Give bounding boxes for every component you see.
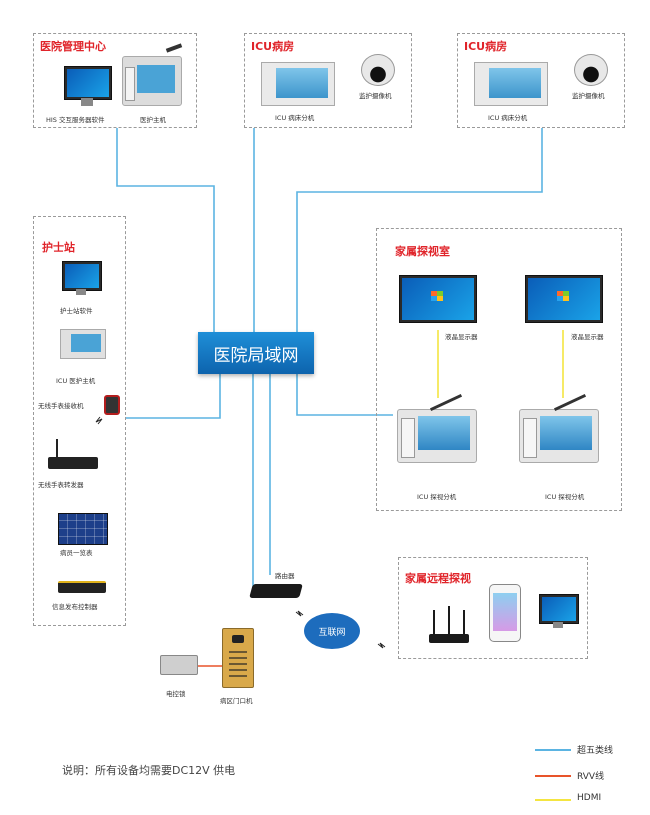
section-icu-ward-2: ICU病房 ICU 病床分机 监护摄像机 [457,33,625,128]
hospital-lan-node: 医院局域网 [198,332,314,374]
section-title: 医院管理中心 [40,40,106,53]
device-label: 监护摄像机 [572,92,605,100]
device-label: ICU 探视分机 [545,493,585,501]
nurse-master-icon [122,56,182,106]
device-label: 无线手表转发器 [38,481,84,489]
wireless-watch-icon [104,395,120,415]
section-title: 家属远程探视 [405,572,471,585]
section-nurse-station: 护士站 护士站软件 ICU 医护主机 无线手表接收机 无线手表转发器 病员一览表… [33,216,126,626]
antenna-icon [448,606,450,634]
his-monitor-icon [64,66,112,100]
smartphone-icon [489,584,521,642]
section-remote-visit: 家属远程探视 [398,557,588,659]
patient-board-icon [58,513,108,545]
router-label: 路由器 [275,572,295,580]
section-icu-ward-1: ICU病房 ICU 病床分机 监护摄像机 [244,33,412,128]
legend-hdmi-label: HDMI [577,793,602,803]
antenna-icon [433,610,435,634]
door-station-icon [222,628,254,688]
section-title: 家属探视室 [395,245,450,258]
pc-monitor-icon [539,594,579,624]
legend-rvv-swatch [535,775,571,777]
visit-unit-icon [519,409,599,463]
legend-hdmi-swatch [535,799,571,801]
wireless-repeater-icon [48,457,98,469]
device-label: 信息发布控制器 [52,603,98,611]
legend-cat5e-swatch [535,749,571,751]
section-title: 护士站 [42,241,75,254]
device-label: 监护摄像机 [359,92,392,100]
nurse-software-monitor-icon [62,261,102,291]
section-title: ICU病房 [251,40,295,53]
internet-node: 互联网 [304,613,360,649]
device-label: 病员一览表 [60,549,93,557]
device-label: ICU 探视分机 [417,493,457,501]
lcd-monitor-icon [399,275,477,323]
section-family-visit-room: 家属探视室 液晶显示器 液晶显示器 ICU 探视分机 ICU 探视分机 [376,228,622,511]
device-label: 医护主机 [140,116,166,124]
icu-bed-unit-icon [261,62,335,106]
camera-icon [574,54,608,86]
device-label: HIS 交互服务器软件 [46,116,105,124]
device-label: 无线手表接收机 [38,402,84,410]
section-mgmt: 医院管理中心 HIS 交互服务器软件 医护主机 [33,33,197,128]
antenna-icon [56,439,58,457]
antenna-icon [463,610,465,634]
icu-bed-unit-icon [474,62,548,106]
info-controller-icon [58,581,106,593]
legend-rvv-label: RVV线 [577,772,605,782]
section-title: ICU病房 [464,40,508,53]
device-label: ICU 病床分机 [275,114,315,122]
camera-icon [361,54,395,86]
monitor-stand-icon [76,289,86,295]
lcd-monitor-icon [525,275,603,323]
device-label: 液晶显示器 [445,333,478,341]
device-label: ICU 医护主机 [56,377,96,385]
router-icon [249,584,303,598]
device-label: 护士站软件 [60,307,93,315]
door-station-label: 病区门口机 [220,697,253,705]
device-label: ICU 病床分机 [488,114,528,122]
device-label: 液晶显示器 [571,333,604,341]
visit-unit-icon [397,409,477,463]
icu-nurse-master-icon [60,329,106,359]
wifi-router-icon [429,634,469,643]
electric-lock-icon [160,655,198,675]
microphone-icon [165,43,183,53]
lock-label: 电控锁 [166,690,186,698]
monitor-stand-icon [553,622,563,628]
monitor-stand-icon [81,98,93,106]
legend-cat5e-label: 超五类线 [577,746,614,756]
power-note: 说明：所有设备均需要DC12V 供电 [62,764,236,777]
